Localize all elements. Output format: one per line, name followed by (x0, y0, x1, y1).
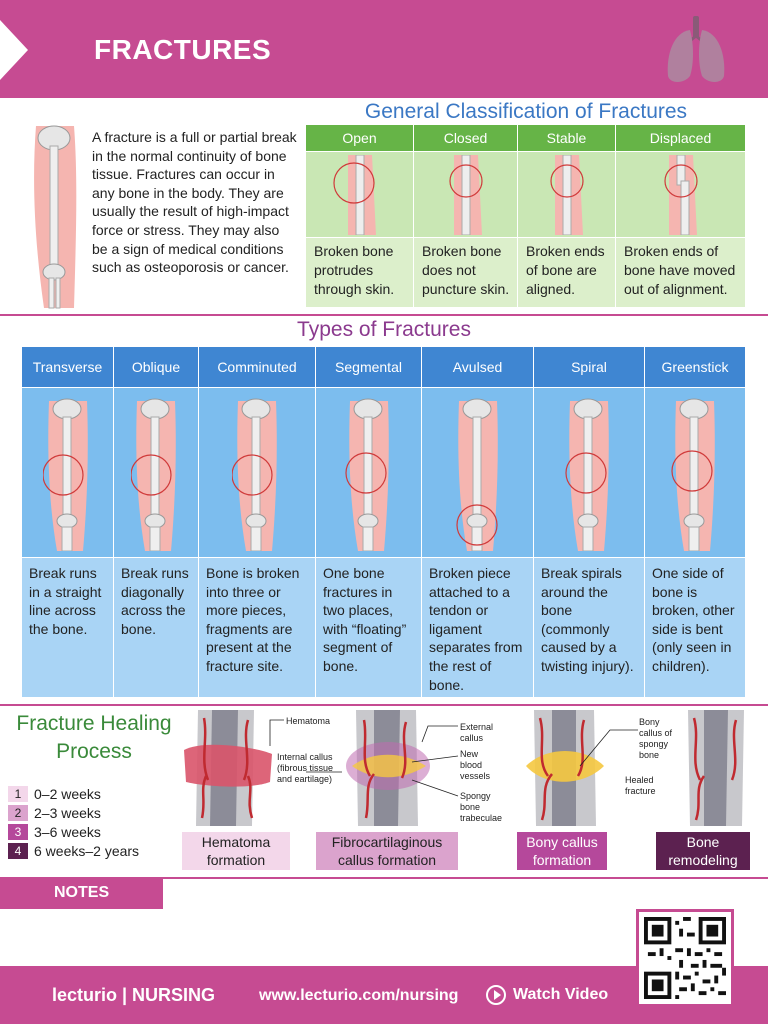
legend-item: 3 3–6 weeks (8, 822, 139, 841)
callout-lines (269, 719, 459, 797)
callus-stage-illustration (346, 710, 430, 826)
type-image-spiral (534, 387, 645, 557)
class-header-stable: Stable (518, 125, 616, 151)
class-image-open (306, 151, 414, 237)
type-image-greenstick (645, 387, 746, 557)
play-icon (486, 985, 506, 1005)
stage-label-bony-callus: Bony callus formation (517, 832, 607, 870)
intro-paragraph: A fracture is a full or partial break in… (92, 129, 297, 276)
callout-external-callus: External callus (460, 722, 494, 743)
class-image-stable (518, 151, 616, 237)
type-desc-transverse: Break runs in a straight line across the… (22, 557, 114, 697)
healing-legend: 1 0–2 weeks 2 2–3 weeks 3 3–6 weeks 4 6 … (8, 784, 139, 860)
type-desc-comminuted: Bone is broken into three or more pieces… (199, 557, 316, 697)
stage-label-fibrocartilaginous: Fibrocartilaginous callus formation (316, 832, 458, 870)
class-image-closed (414, 151, 518, 237)
leg-bone-illustration (34, 125, 77, 309)
legend-label: 0–2 weeks (34, 785, 101, 802)
section-divider (0, 704, 768, 706)
types-table: Transverse Oblique Comminuted Segmental … (22, 347, 746, 697)
healing-title: Fracture Healing Process (16, 712, 172, 763)
type-header-comminuted: Comminuted (199, 347, 316, 387)
legend-label: 2–3 weeks (34, 804, 101, 821)
legend-label: 3–6 weeks (34, 823, 101, 840)
type-desc-greenstick: One side of bone is broken, other side i… (645, 557, 746, 697)
type-desc-segmental: One bone fractures in two places, with “… (316, 557, 422, 697)
classification-table: Open Closed Stable Displaced Broken bone… (306, 125, 746, 307)
type-header-greenstick: Greenstick (645, 347, 746, 387)
watch-video-label: Watch Video (513, 986, 609, 1003)
legend-item: 4 6 weeks–2 years (8, 841, 139, 860)
class-header-closed: Closed (414, 125, 518, 151)
type-header-spiral: Spiral (534, 347, 645, 387)
legend-number: 2 (8, 804, 28, 821)
classification-title: General Classification of Fractures (364, 100, 688, 123)
type-desc-avulsed: Broken piece attached to a tendon or lig… (422, 557, 534, 697)
type-image-segmental (316, 387, 422, 557)
type-header-segmental: Segmental (316, 347, 422, 387)
stage-label-hematoma: Hematoma formation (182, 832, 290, 870)
notes-header: NOTES (0, 877, 163, 909)
type-image-avulsed (422, 387, 534, 557)
callout-internal-callus: Internal callus (fibrous tissue and eart… (277, 752, 334, 784)
class-header-open: Open (306, 125, 414, 151)
website-link[interactable]: www.lecturio.com/nursing (259, 987, 459, 1004)
type-desc-oblique: Break runs diagonally across the bone. (114, 557, 199, 697)
class-desc-closed: Broken bone does not puncture skin. (414, 237, 518, 307)
callout-bony-callus: Bony callus of spongy bone (639, 717, 673, 760)
type-header-oblique: Oblique (114, 347, 199, 387)
legend-item: 2 2–3 weeks (8, 803, 139, 822)
type-image-transverse (22, 387, 114, 557)
page-title: FRACTURES (94, 34, 272, 65)
section-divider (0, 314, 768, 316)
type-header-avulsed: Avulsed (422, 347, 534, 387)
lungs-icon (667, 16, 725, 82)
type-desc-spiral: Break spirals around the bone (commonly … (534, 557, 645, 697)
class-desc-stable: Broken ends of bone are aligned. (518, 237, 616, 307)
callout-hematoma: Hematoma (286, 716, 331, 726)
bony-callus-stage-illustration (526, 710, 604, 826)
page-header: FRACTURES (0, 0, 768, 98)
callout-healed-fracture: Healed fracture (625, 775, 656, 796)
class-image-displaced (616, 151, 746, 237)
class-desc-displaced: Broken ends of bone have moved out of al… (616, 237, 746, 307)
stage-label-remodeling: Bone remodeling (656, 832, 750, 870)
callout-lines (579, 729, 638, 767)
legend-number: 4 (8, 842, 28, 859)
type-image-comminuted (199, 387, 316, 557)
legend-number: 1 (8, 785, 28, 802)
class-desc-open: Broken bone protrudes through skin. (306, 237, 414, 307)
type-image-oblique (114, 387, 199, 557)
watch-video-button[interactable]: Watch Video (486, 985, 608, 1005)
legend-label: 6 weeks–2 years (34, 842, 140, 859)
callout-spongy-trabeculae: Spongy bone trabeculae (460, 791, 503, 823)
qr-code[interactable] (636, 909, 734, 1007)
callout-new-vessels: New blood vessels (460, 749, 491, 781)
brand-logo[interactable]: lecturio | NURSING (52, 985, 216, 1005)
legend-number: 3 (8, 823, 28, 840)
qr-code-icon (644, 917, 726, 999)
type-header-transverse: Transverse (22, 347, 114, 387)
legend-item: 1 0–2 weeks (8, 784, 139, 803)
remodeling-stage-illustration (688, 710, 744, 826)
types-title: Types of Fractures (297, 318, 471, 341)
header-notch (0, 20, 28, 80)
hematoma-stage-illustration (184, 710, 272, 826)
class-header-displaced: Displaced (616, 125, 746, 151)
notes-divider (0, 877, 768, 879)
